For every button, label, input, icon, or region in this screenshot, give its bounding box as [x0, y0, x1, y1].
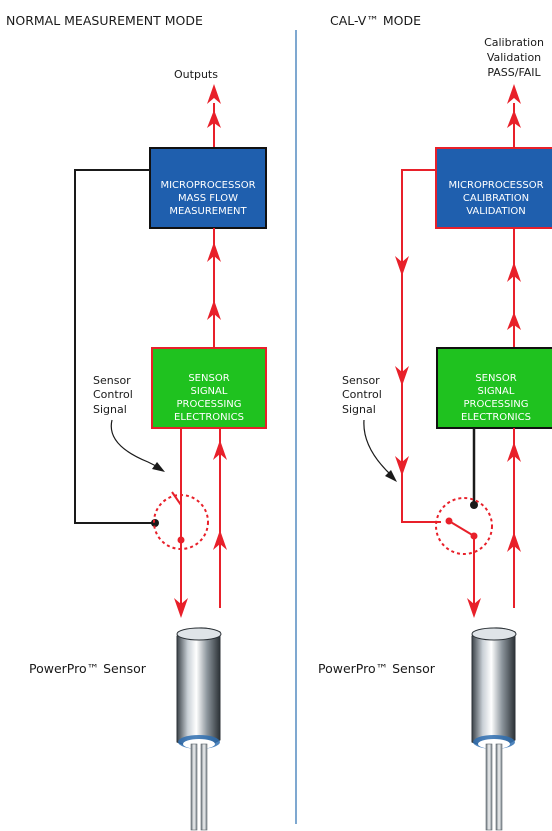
control-pointer: [110, 419, 161, 469]
cal-v-mode-panel: CAL-V™ MODE Calibration Validation PASS/…: [318, 13, 552, 831]
return-arrow-up: [213, 428, 227, 608]
signal-arrow-up: [207, 228, 221, 348]
cal-signal-arrow-up: [507, 228, 521, 348]
cal-output-line-3: PASS/FAIL: [487, 66, 541, 79]
cal-control-loop: [395, 169, 441, 523]
sensor-label: PowerPro™ Sensor: [29, 661, 147, 676]
cal-micro-line-2: CALIBRATION: [463, 193, 529, 204]
cal-control-pointer: [363, 419, 393, 477]
cal-micro-line-3: VALIDATION: [466, 206, 526, 217]
control-label-1: Sensor: [93, 374, 131, 387]
cal-electronics-node: [470, 501, 478, 509]
down-arrow-head: [174, 598, 188, 618]
cal-control-pointer-head: [385, 470, 397, 482]
control-label-2: Control: [93, 388, 133, 401]
normal-mode-heading: NORMAL MEASUREMENT MODE: [6, 13, 203, 28]
sensor-box-line-2: SIGNAL: [191, 386, 228, 397]
normal-mode-panel: NORMAL MEASUREMENT MODE Outputs MICROPRO…: [6, 13, 267, 831]
cal-control-label-2: Control: [342, 388, 382, 401]
sensor-box-line-4: ELECTRONICS: [174, 412, 244, 423]
cal-return-arrow-up: [507, 428, 521, 608]
micro-line-1: MICROPROCESSOR: [160, 180, 255, 191]
cal-sensor-probe-icon: [471, 627, 517, 831]
cal-switch-circle: [435, 497, 493, 555]
sensor-box-line-1: SENSOR: [188, 373, 229, 384]
control-label-3: Signal: [93, 403, 127, 416]
cal-microprocessor-box: [435, 147, 552, 229]
cal-output-arrow: [507, 84, 521, 148]
control-loop-line: [74, 169, 155, 524]
micro-line-2: MASS FLOW: [178, 193, 238, 204]
cal-output-line-2: Validation: [487, 51, 541, 64]
cal-switch-blade: [448, 520, 475, 537]
cal-v-heading: CAL-V™ MODE: [330, 13, 421, 28]
switch-blade: [171, 491, 182, 506]
sensor-probe-icon: [176, 627, 222, 831]
outputs-label: Outputs: [174, 68, 218, 81]
cal-micro-line-1: MICROPROCESSOR: [448, 180, 543, 191]
control-node: [151, 519, 159, 527]
cal-down-arrow-head: [467, 598, 481, 618]
sensor-box-line-3: PROCESSING: [176, 399, 241, 410]
cal-sensor-label: PowerPro™ Sensor: [318, 661, 436, 676]
cal-output-line-1: Calibration: [484, 36, 544, 49]
cal-control-label-1: Sensor: [342, 374, 380, 387]
cal-sensor-box-line-3: PROCESSING: [463, 399, 528, 410]
cal-sensor-box-line-2: SIGNAL: [478, 386, 515, 397]
microprocessor-box: [149, 147, 267, 229]
cal-sensor-box-line-4: ELECTRONICS: [461, 412, 531, 423]
output-arrow: [207, 84, 221, 148]
micro-line-3: MEASUREMENT: [169, 206, 247, 217]
cal-sensor-processing-box: [436, 347, 552, 429]
control-pointer-head: [152, 462, 165, 472]
cal-sensor-box-line-1: SENSOR: [475, 373, 516, 384]
cal-control-label-3: Signal: [342, 403, 376, 416]
sensor-processing-box: [151, 347, 267, 429]
